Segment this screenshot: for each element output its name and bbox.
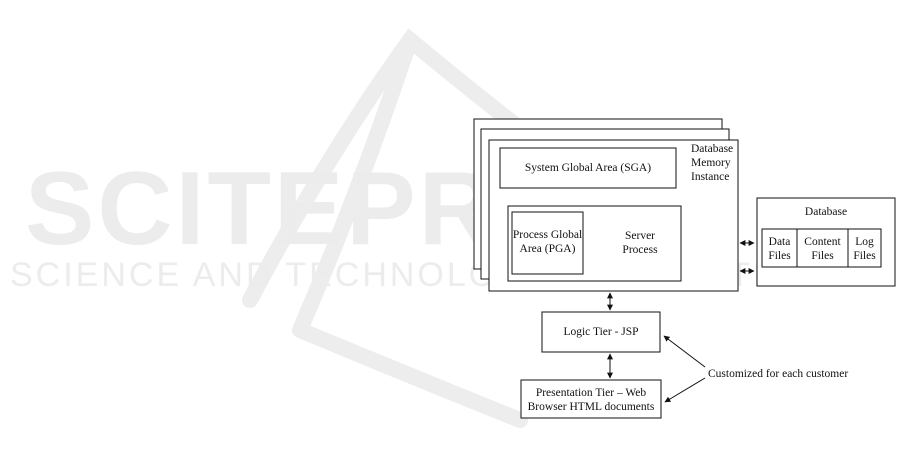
- pga-label: Process Global Area (PGA): [512, 228, 583, 256]
- db-cell-log-files: Log Files: [848, 235, 881, 263]
- logic-tier-label: Logic Tier - JSP: [542, 325, 660, 339]
- db-cell-data-files: Data Files: [762, 235, 797, 263]
- presentation-tier-label: Presentation Tier – Web Browser HTML doc…: [521, 386, 661, 414]
- note-arrow-to-presentation: [665, 378, 705, 402]
- server-process-label: Server Process: [600, 229, 680, 257]
- customization-note: Customized for each customer: [708, 367, 848, 381]
- instance-label: Database Memory Instance: [691, 142, 733, 184]
- note-arrow-to-logic: [664, 336, 705, 367]
- db-cell-content-files: Content Files: [797, 235, 848, 263]
- sga-label: System Global Area (SGA): [500, 161, 676, 175]
- database-title: Database: [757, 205, 895, 219]
